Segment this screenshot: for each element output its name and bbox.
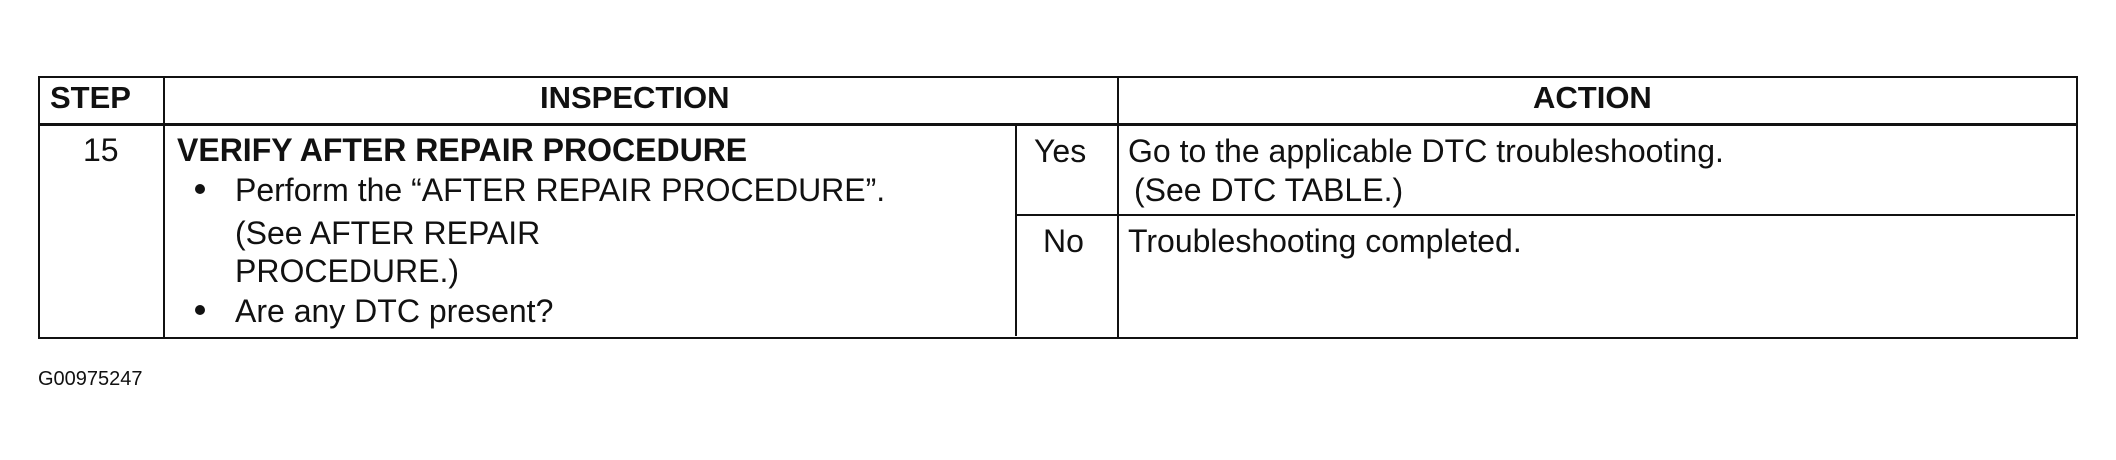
header-inspection: INSPECTION [540,80,730,115]
inspection-title: VERIFY AFTER REPAIR PROCEDURE [177,132,748,168]
inspection-bullet-1-line-2: (See AFTER REPAIR [235,215,541,251]
step-number: 15 [83,132,119,168]
answer-no: No [1043,223,1084,259]
figure-id: G00975247 [38,368,143,390]
divider-inspection-action [1117,78,1119,337]
troubleshooting-table: STEP INSPECTION ACTION 15 VERIFY AFTER R… [38,76,2078,339]
inspection-bullet-1-line-3: PROCEDURE.) [235,253,460,289]
divider-step-inspection [163,78,165,337]
divider-answer-column [1015,124,1017,336]
inspection-bullet-2-line-1: Are any DTC present? [235,293,554,329]
bullet-icon [195,184,205,194]
action-yes-line-2: (See DTC TABLE.) [1134,172,1404,208]
inspection-bullet-1-line-1: Perform the “AFTER REPAIR PROCEDURE”. [235,172,886,208]
answer-yes: Yes [1034,133,1087,169]
yes-no-divider [1015,214,2075,216]
bullet-icon [195,305,205,315]
header-action: ACTION [1533,80,1652,115]
header-divider [40,123,2076,126]
header-step: STEP [50,80,131,115]
action-yes-line-1: Go to the applicable DTC troubleshooting… [1128,133,1724,169]
action-no-line-1: Troubleshooting completed. [1128,223,1522,259]
